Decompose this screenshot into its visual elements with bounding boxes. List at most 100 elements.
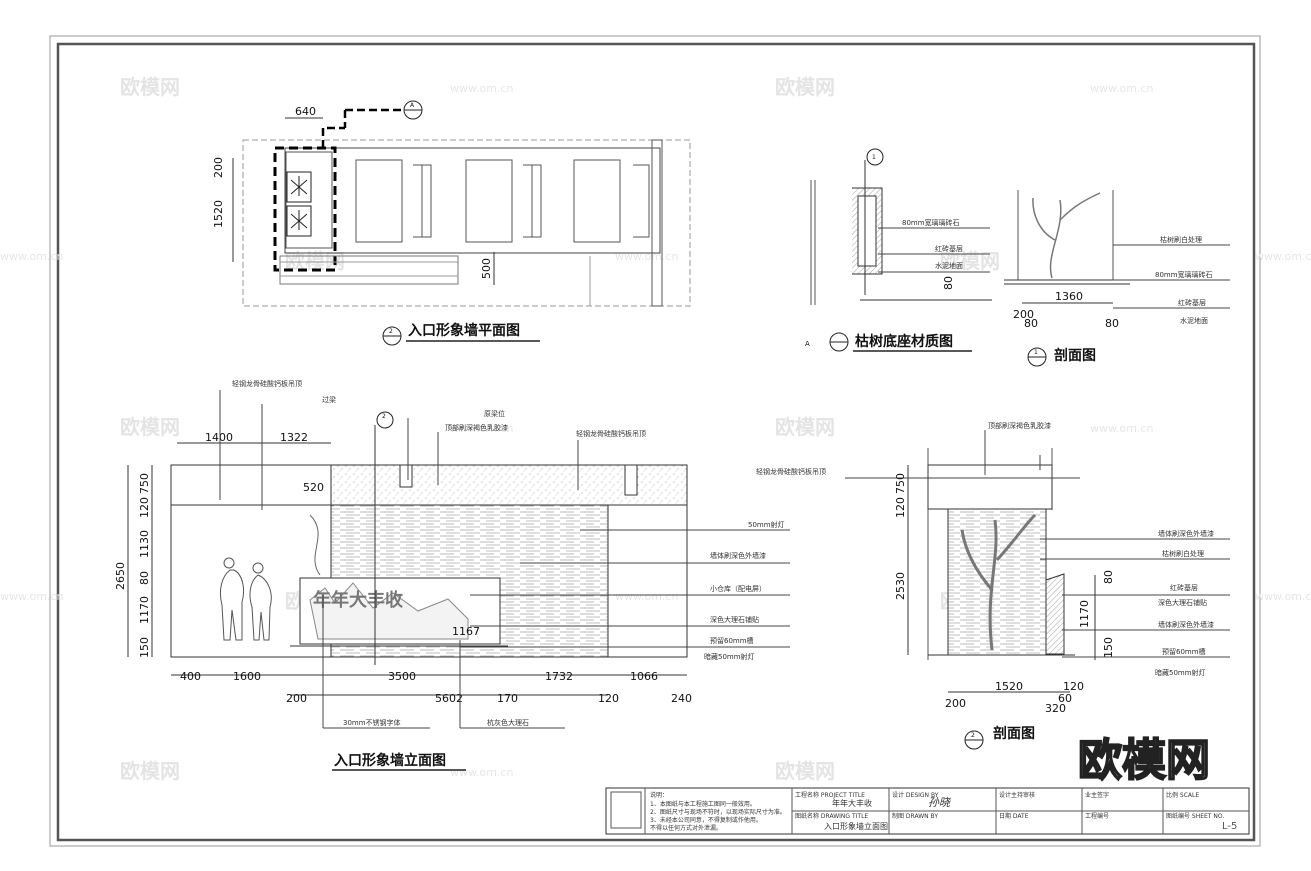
note-line: 不得以任何方式对外泄漏。 xyxy=(650,824,722,832)
section2-label: 墙体刷深色外墙漆 xyxy=(1158,529,1214,538)
section2-dim: 120 xyxy=(894,497,907,518)
detail-label: 80mm宽璃璃砖石 xyxy=(902,218,960,227)
section1-title: 剖面图 xyxy=(1054,347,1096,364)
section1-label: 红砖基层 xyxy=(1178,298,1206,307)
drawn-label: 制图 DRAWN BY xyxy=(892,812,938,820)
elevation-label: 轻钢龙骨硅酸钙板吊顶 xyxy=(232,379,302,388)
elevation-dim: 1167 xyxy=(452,625,480,638)
elevation-dim: 1732 xyxy=(545,670,573,683)
elevation-dim: 3500 xyxy=(388,670,416,683)
section1-label: 80mm宽璃璃砖石 xyxy=(1155,270,1213,279)
section1-dim: 1360 xyxy=(1055,290,1083,303)
sheet-number: L-5 xyxy=(1222,821,1237,832)
elevation-label: 顶部刷深褐色乳胶漆 xyxy=(445,423,508,432)
elevation-dim: 240 xyxy=(671,692,692,705)
watermark-url: www.om.cn xyxy=(1255,590,1311,603)
plan-dim: 200 xyxy=(212,157,225,178)
svg-text:A: A xyxy=(410,102,415,109)
watermark-brand: 欧模网 xyxy=(775,759,835,783)
detail-view: 1 80mm宽璃璃砖石 红砖基层 水泥地面 80 A 枯树底座材质图 xyxy=(805,148,992,352)
section2-label: 红砖基层 xyxy=(1170,583,1198,592)
designer-label: 设计主持审核 xyxy=(999,791,1035,799)
elevation-label: 深色大理石铺贴 xyxy=(710,615,759,624)
project-value: 年年大丰收 xyxy=(832,798,872,808)
elevation-dim: 1066 xyxy=(630,670,658,683)
elevation-label: 轻钢龙骨硅酸钙板吊顶 xyxy=(576,429,646,438)
svg-text:2: 2 xyxy=(971,732,975,739)
section2-dim: 150 xyxy=(1102,637,1115,658)
elevation-figure xyxy=(219,569,245,641)
title-block: 说明： 1、本图纸与本工程施工图同一般效用。 2、图纸尺寸与现场不符时，以现场实… xyxy=(605,787,1250,835)
section1-dim: 80 xyxy=(1105,317,1119,330)
elevation-dim: 120 xyxy=(138,497,151,518)
signature: 孙晓 xyxy=(928,796,952,809)
elevation-dim: 200 xyxy=(286,692,307,705)
section2-dim: 1520 xyxy=(995,680,1023,693)
elevation-dim: 1322 xyxy=(280,431,308,444)
elevation-label: 原梁位 xyxy=(484,409,505,418)
section2-dim: 1170 xyxy=(1078,600,1091,628)
section2-dim: 80 xyxy=(1102,570,1115,584)
elevation-label: 过梁 xyxy=(322,395,336,404)
plan-title: 入口形象墙平面图 xyxy=(408,322,520,339)
watermark-url: www.om.cn xyxy=(1255,250,1311,263)
elevation-slogan: 年年大丰收 xyxy=(313,589,403,611)
elevation-dim: 170 xyxy=(497,692,518,705)
watermark-brand: 欧模网 xyxy=(120,759,180,783)
section2-label: 墙体刷深色外墙漆 xyxy=(1158,620,1214,629)
watermark-url: www.om.cn xyxy=(1090,82,1153,95)
elevation-label: 50mm射灯 xyxy=(748,520,785,529)
section2-dim: 750 xyxy=(894,473,907,494)
note-line: 2、图纸尺寸与现场不符时，以现场实际尺寸为准。 xyxy=(650,808,786,816)
section2-label: 暗藏50mm射灯 xyxy=(1155,668,1206,677)
watermark-url: www.om.cn xyxy=(615,250,678,263)
section1-dim: 200 xyxy=(1013,308,1034,321)
elevation-dim: 1600 xyxy=(233,670,261,683)
elevation-dim: 520 xyxy=(303,481,324,494)
section2-dim: 60 xyxy=(1058,692,1072,705)
watermark-url: www.om.cn xyxy=(0,250,63,263)
elevation-dim: 2650 xyxy=(114,562,127,590)
watermark-brand: 欧模网 xyxy=(775,75,835,99)
section2-dim: 200 xyxy=(945,697,966,710)
watermark-brand: 欧模网 xyxy=(775,415,835,439)
elevation-dim: 5602 xyxy=(435,692,463,705)
elevation-label: 墙体刷深色外墙漆 xyxy=(710,551,766,560)
section2-label: 轻钢龙骨硅酸钙板吊顶 xyxy=(756,467,826,476)
design-label: 设计 DESIGN BY xyxy=(892,791,939,799)
plan-dim: 640 xyxy=(295,105,316,118)
elevation-dim: 400 xyxy=(180,670,201,683)
detail-section-marker xyxy=(866,148,884,166)
date-label: 日期 DATE xyxy=(999,812,1029,820)
section2-view: 顶部刷深褐色乳胶漆 轻钢龙骨硅酸钙板吊顶 墙体刷深色外墙漆 枯树刷白处理 红砖基… xyxy=(756,421,1230,750)
watermark-url: www.om.cn xyxy=(615,590,678,603)
section2-dim: 120 xyxy=(1063,680,1084,693)
section1-label: 水泥地面 xyxy=(1180,316,1208,325)
company-logo xyxy=(610,791,642,829)
elevation-dim: 80 xyxy=(138,571,151,585)
sheet-label: 图纸编号 SHEET NO. xyxy=(1166,812,1224,820)
detail-label: 水泥地面 xyxy=(935,261,963,270)
section2-title: 剖面图 xyxy=(993,725,1035,742)
plan-outline xyxy=(242,139,691,307)
elevation-label: 暗藏50mm射灯 xyxy=(704,652,755,661)
section2-label: 深色大理石铺贴 xyxy=(1158,598,1207,607)
section1-view: 枯树刷白处理 80mm宽璃璃砖石 红砖基层 水泥地面 1360 200 80 8… xyxy=(1004,190,1230,367)
watermark-url: www.om.cn xyxy=(0,590,63,603)
plan-dim: 500 xyxy=(480,258,493,279)
elevation-dim: 120 xyxy=(598,692,619,705)
watermark-url: www.om.cn xyxy=(450,766,513,779)
plan-view: A 640 200 1520 500 2 入口形象墙平面图 xyxy=(212,100,691,346)
detail-title: 枯树底座材质图 xyxy=(855,333,953,350)
section2-dim: 2530 xyxy=(894,572,907,600)
inner-frame xyxy=(56,42,1256,842)
owner-label: 业主签字 xyxy=(1085,791,1109,799)
plan-left-block xyxy=(285,151,333,249)
elevation-label: 杭灰色大理石 xyxy=(487,718,529,727)
note-line: 1、本图纸与本工程施工图同一般效用。 xyxy=(650,800,756,808)
section2-label: 预留60mm槽 xyxy=(1162,647,1206,656)
scale-label: 比例 SCALE xyxy=(1166,791,1199,799)
plan-column xyxy=(651,139,663,307)
section1-label: 枯树刷白处理 xyxy=(1160,235,1202,244)
